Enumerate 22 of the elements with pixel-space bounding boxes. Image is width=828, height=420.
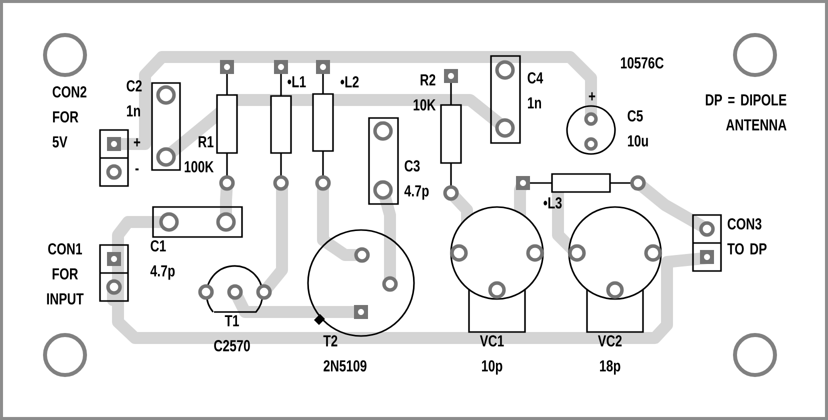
polarity-sign: - bbox=[135, 168, 139, 170]
component-label: •L2 bbox=[340, 76, 359, 88]
component-label: R1 100K bbox=[184, 136, 214, 172]
connector-label: CON1 FOR INPUT bbox=[47, 243, 84, 305]
component-label: C2 1n bbox=[126, 80, 142, 116]
component-label: C1 4.7p bbox=[150, 240, 175, 280]
component-label: T2 2N5109 bbox=[323, 335, 366, 372]
board-code: 10576C bbox=[620, 57, 664, 69]
polarity-sign: + bbox=[588, 92, 596, 100]
component-label: C3 4.7p bbox=[404, 160, 429, 200]
component-label: C4 1n bbox=[528, 72, 544, 108]
connector-label: CON3 TO DP bbox=[727, 218, 767, 255]
component-label: C5 10u bbox=[628, 110, 648, 147]
polarity-sign: + bbox=[134, 138, 140, 146]
component-label: •L1 bbox=[288, 76, 306, 88]
component-label: VC1 10p bbox=[480, 335, 504, 375]
component-label: •L3 bbox=[544, 197, 562, 209]
component-label: R2 10K bbox=[414, 74, 436, 111]
component-label: VC2 18p bbox=[598, 335, 622, 375]
note-text: DP = DIPOLE ANTENNA bbox=[706, 94, 786, 130]
component-label: T1 C2570 bbox=[214, 315, 250, 352]
connector-label: CON2 FOR 5V bbox=[52, 86, 86, 148]
